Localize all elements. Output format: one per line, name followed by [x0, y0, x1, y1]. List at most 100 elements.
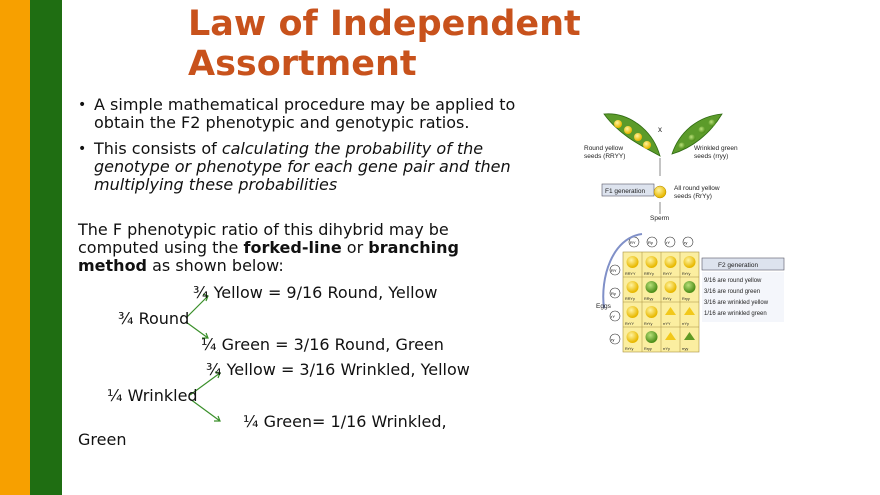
gamete-icon	[682, 236, 694, 248]
genotype-label: RrYy	[682, 272, 691, 276]
punnett-square: RRYY RRYy RrYY RrYy RRYy RRyy RrYy Rryy …	[622, 251, 700, 353]
f2-ratio: 3/16 are wrinkled yellow	[704, 300, 769, 306]
bullet-text-italic: calculating the probability of the genot…	[94, 139, 511, 194]
genotype-label: RrYy	[663, 297, 672, 301]
gamete-label: RY	[611, 268, 617, 273]
gamete-label: RY	[630, 240, 636, 245]
green-pea-icon	[645, 281, 658, 293]
para-bold-term: forked-line	[243, 238, 342, 257]
fork-line-lower	[185, 321, 209, 339]
bullet-text-prefix: This consists of	[94, 139, 222, 158]
wrinkled-green-pea-icon	[684, 332, 695, 340]
f2-ratio: 1/16 are wrinkled green	[704, 311, 767, 317]
gamete-label: ry	[684, 240, 687, 245]
fork-line-2: ¼ Green = 3/16 Round, Green	[201, 335, 444, 354]
gamete-icon	[609, 310, 621, 322]
f1-generation-box	[601, 183, 655, 197]
bullet-text: A simple mathematical procedure may be a…	[94, 95, 516, 132]
yellow-pea-icon	[626, 256, 639, 268]
genotype-label: rrYy	[663, 347, 670, 351]
eggs-arrow-icon	[602, 233, 643, 309]
fork-wrinkled-label: ¼ Wrinkled	[107, 386, 198, 405]
dihybrid-cross-figure: x Round yellow seeds (RRYY) Wrinkled gre…	[584, 113, 785, 353]
yellow-pea-pod-icon	[603, 113, 661, 157]
f2-generation-box	[701, 257, 785, 271]
green-pea-icon	[683, 281, 696, 293]
para-text: The F phenotypic ratio of this dihybrid …	[78, 220, 449, 257]
parent-label-line1: Wrinkled green	[694, 145, 738, 152]
yellow-pea-icon	[664, 256, 677, 268]
gamete-label: ry	[611, 337, 614, 342]
f1-pea-icon	[653, 185, 667, 199]
gamete-icon	[609, 264, 621, 276]
wrinkled-yellow-pea-icon	[665, 332, 676, 340]
genotype-label: RRYY	[625, 272, 636, 276]
yellow-pea-icon	[645, 256, 658, 268]
yellow-pea-icon	[683, 256, 696, 268]
parent-label-line2: seeds (RRYY)	[584, 153, 625, 160]
method-paragraph: The F phenotypic ratio of this dihybrid …	[78, 221, 528, 275]
fork-line-upper	[189, 372, 221, 396]
genotype-label: Rryy	[644, 347, 652, 351]
gamete-label: Ry	[611, 291, 616, 296]
para-text: or	[341, 238, 369, 257]
fork-line-1: ¾ Yellow = 9/16 Round, Yellow	[193, 283, 438, 302]
f2-ratio: 3/16 are round green	[704, 289, 760, 295]
parent-label-line1: Round yellow	[584, 145, 623, 152]
genotype-label: rrYy	[682, 322, 689, 326]
fork-arrowhead-icon	[214, 415, 221, 422]
wrinkled-yellow-pea-icon	[684, 307, 695, 315]
eggs-label: Eggs	[596, 303, 612, 310]
sperm-gametes: RY Ry rY ry	[628, 236, 694, 248]
yellow-pea-icon	[626, 281, 639, 293]
left-orange-bar	[0, 0, 30, 495]
fork-arrowhead-icon	[202, 332, 209, 339]
parent-label-line2: seeds (rryy)	[694, 153, 728, 160]
bullet-item: • A simple mathematical procedure may be…	[78, 96, 538, 132]
genotype-label: rrYY	[663, 322, 671, 326]
bullet-dot-icon: •	[78, 97, 87, 113]
f1-result-line1: All round yellow	[674, 185, 720, 192]
fork-arrowhead-icon	[202, 293, 209, 302]
f2-ratio: 9/16 are round yellow	[704, 278, 762, 284]
gamete-label: rY	[666, 240, 670, 245]
gamete-icon	[609, 287, 621, 299]
fork-line-4: ¼ Green= 1/16 Wrinkled,	[243, 412, 447, 431]
f2-generation-label: F2 generation	[718, 262, 758, 269]
gamete-icon	[664, 236, 676, 248]
genotype-label: rryy	[682, 347, 688, 351]
slide-title: Law of Independent Assortment	[188, 4, 581, 84]
yellow-pea-icon	[626, 306, 639, 318]
f2-ratio-panel	[702, 272, 784, 322]
left-green-bar	[30, 0, 62, 495]
f1-result-line2: seeds (RrYy)	[674, 193, 712, 200]
genotype-label: RRyy	[644, 297, 653, 301]
yellow-pea-icon	[645, 306, 658, 318]
sperm-label: Sperm	[650, 215, 669, 222]
fork-line-4-cont: Green	[78, 430, 127, 449]
fork-line-upper	[185, 295, 209, 319]
genotype-label: Rryy	[682, 297, 690, 301]
gamete-label: Ry	[648, 240, 653, 245]
gamete-label: rY	[611, 314, 615, 319]
green-pea-pod-icon	[671, 113, 723, 155]
green-pea-icon	[645, 331, 658, 343]
gamete-icon	[609, 333, 621, 345]
fork-arrowhead-icon	[214, 371, 221, 379]
cross-x-mark: x	[658, 125, 662, 134]
yellow-pea-icon	[626, 331, 639, 343]
genotype-label: RrYy	[625, 347, 634, 351]
genotype-label: RrYY	[625, 322, 635, 326]
bullet-list: • A simple mathematical procedure may be…	[78, 96, 538, 202]
gamete-icon	[646, 236, 658, 248]
para-bold-term: branching method	[78, 238, 459, 275]
para-text: as shown below:	[147, 256, 284, 275]
fork-line-lower	[189, 398, 221, 422]
genotype-label: RRYy	[625, 297, 635, 301]
fork-line-3: ¾ Yellow = 3/16 Wrinkled, Yellow	[206, 360, 470, 379]
fork-round-label: ¾ Round	[118, 309, 190, 328]
bullet-item: • This consists of calculating the proba…	[78, 140, 538, 194]
genotype-label: RrYy	[644, 322, 653, 326]
yellow-pea-icon	[664, 281, 677, 293]
